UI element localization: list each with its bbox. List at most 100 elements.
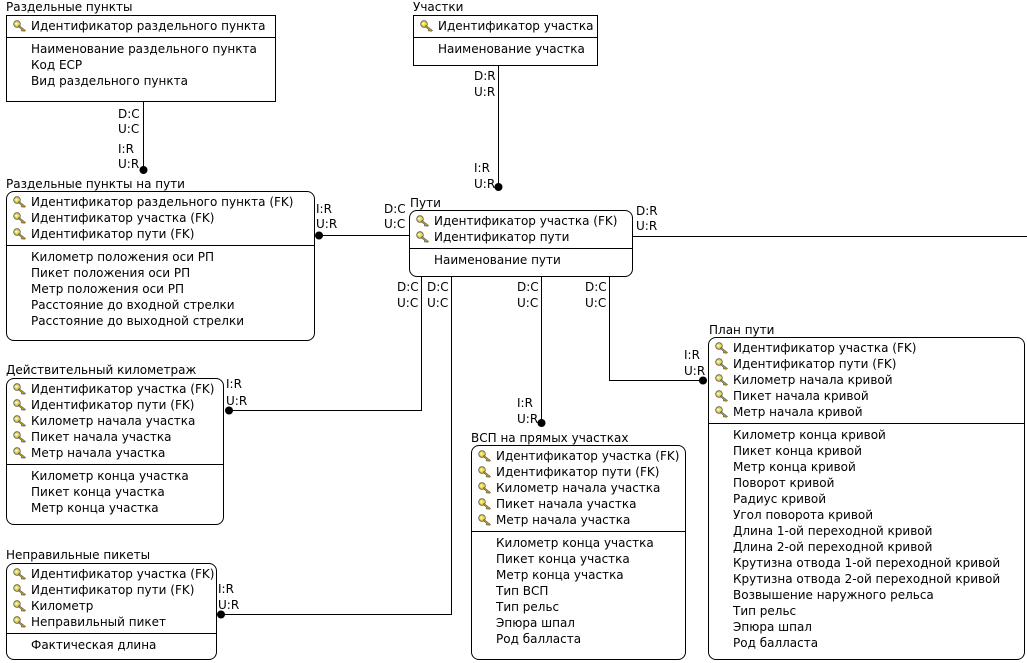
attribute-label: Длина 1-ой переходной кривой bbox=[733, 524, 933, 538]
attribute-section: Наименование участка bbox=[414, 38, 597, 57]
entity-plan-puti[interactable]: Идентификатор участка (FK)Идентификатор … bbox=[708, 337, 1025, 660]
key-icon bbox=[715, 342, 729, 354]
key-attribute: Идентификатор участка (FK) bbox=[410, 213, 632, 229]
rel-label: U:R bbox=[684, 364, 706, 378]
attribute: Длина 2-ой переходной кривой bbox=[709, 539, 1024, 555]
key-attribute-label: Неправильный пикет bbox=[31, 615, 167, 629]
attribute: Километр конца участка bbox=[472, 535, 685, 551]
key-attribute: Идентификатор пути (FK) bbox=[7, 582, 216, 598]
key-icon bbox=[478, 498, 492, 510]
attribute: Пикет конца участка bbox=[7, 484, 223, 500]
key-icon bbox=[13, 568, 27, 580]
rel-puti-to-nepr-pikety bbox=[221, 277, 452, 615]
entity-razd-punkty[interactable]: Идентификатор раздельного пункта Наимено… bbox=[6, 15, 276, 102]
rel-dot bbox=[494, 183, 503, 191]
attribute: Километр конца участка bbox=[7, 468, 223, 484]
attribute-label: Тип ВСП bbox=[496, 584, 549, 598]
key-attribute-label: Идентификатор раздельного пункта (FK) bbox=[31, 195, 294, 209]
rel-label: U:R bbox=[517, 412, 539, 426]
key-attribute-label: Километр начала кривой bbox=[733, 373, 893, 387]
attribute-label: Метр конца кривой bbox=[733, 460, 856, 474]
attribute-section: Наименование пути bbox=[410, 249, 632, 268]
attribute: Эпюра шпал bbox=[472, 615, 685, 631]
key-attribute: Метр начала участка bbox=[7, 445, 223, 461]
rel-label: U:R bbox=[218, 598, 240, 612]
primary-key-section: Идентификатор раздельного пункта bbox=[7, 16, 275, 38]
key-attribute: Пикет начала участка bbox=[7, 429, 223, 445]
key-icon bbox=[478, 450, 492, 462]
entity-deistv-kilometrazh[interactable]: Идентификатор участка (FK) Идентификатор … bbox=[6, 378, 224, 525]
attribute-label: Тип рельс bbox=[733, 604, 797, 618]
key-attribute-label: Идентификатор пути (FK) bbox=[31, 583, 195, 597]
entity-razd-punkty-na-puti[interactable]: Идентификатор раздельного пункта (FK) Иде… bbox=[6, 191, 315, 341]
primary-key-section: Идентификатор участка (FK)Идентификатор … bbox=[410, 211, 632, 249]
rel-label: D:C bbox=[585, 280, 607, 294]
attribute-label: Род балласта bbox=[733, 636, 819, 650]
attribute: Возвышение наружного рельса bbox=[709, 587, 1024, 603]
key-icon bbox=[478, 466, 492, 478]
rel-dot bbox=[139, 166, 148, 174]
attribute: Метр положения оси РП bbox=[7, 281, 314, 297]
key-attribute: Идентификатор участка (FK) bbox=[7, 566, 216, 582]
rel-label: U:C bbox=[397, 296, 419, 310]
rel-puti-to-deistv-km bbox=[229, 277, 422, 411]
attribute-label: Наименование пути bbox=[434, 253, 561, 267]
primary-key-section: Идентификатор участка (FK)Идентификатор … bbox=[709, 338, 1024, 424]
key-attribute-label: Идентификатор участка (FK) bbox=[733, 341, 917, 355]
attribute: Километр положения оси РП bbox=[7, 249, 314, 265]
rel-label: D:C bbox=[517, 280, 539, 294]
attribute-label: Пикет конца участка bbox=[31, 485, 165, 499]
entity-nepravilnye-pikety[interactable]: Идентификатор участка (FK)Идентификатор … bbox=[6, 563, 217, 660]
attribute: Расстояние до выходной стрелки bbox=[7, 313, 314, 329]
attribute-label: Возвышение наружного рельса bbox=[733, 588, 934, 602]
key-attribute-label: Идентификатор участка (FK) bbox=[31, 382, 215, 396]
key-attribute: Идентификатор участка (FK) bbox=[7, 381, 223, 397]
attribute: Крутизна отвода 1-ой переходной кривой bbox=[709, 555, 1024, 571]
key-attribute-label: Идентификатор пути (FK) bbox=[31, 227, 195, 241]
key-attribute-label: Идентификатор пути (FK) bbox=[31, 398, 195, 412]
key-icon bbox=[416, 231, 430, 243]
attribute-section: Фактическая длина bbox=[7, 634, 216, 653]
attribute-label: Код ЕСР bbox=[31, 58, 83, 72]
key-icon bbox=[478, 482, 492, 494]
rel-dot bbox=[315, 231, 323, 240]
key-attribute-label: Идентификатор участка (FK) bbox=[496, 449, 680, 463]
attribute: Род балласта bbox=[472, 631, 685, 647]
attribute-label: Километр конца кривой bbox=[733, 428, 886, 442]
attribute-label: Расстояние до входной стрелки bbox=[31, 298, 235, 312]
attribute: Метр конца участка bbox=[7, 500, 223, 516]
entity-title: Действительный километраж bbox=[6, 363, 197, 377]
key-attribute: Неправильный пикет bbox=[7, 614, 216, 630]
attribute-label: Крутизна отвода 2-ой переходной кривой bbox=[733, 572, 1001, 586]
key-icon bbox=[13, 584, 27, 596]
attribute: Пикет положения оси РП bbox=[7, 265, 314, 281]
entity-vsp[interactable]: Идентификатор участка (FK)Идентификатор … bbox=[471, 445, 686, 660]
key-attribute: Идентификатор раздельного пункта bbox=[7, 18, 275, 34]
attribute: Пикет конца кривой bbox=[709, 443, 1024, 459]
rel-label: U:R bbox=[226, 394, 248, 408]
entity-puti[interactable]: Идентификатор участка (FK)Идентификатор … bbox=[409, 210, 633, 277]
key-attribute: Километр bbox=[7, 598, 216, 614]
rel-label: U:C bbox=[427, 296, 449, 310]
rel-label: I:R bbox=[316, 202, 332, 216]
key-attribute: Идентификатор пути (FK) bbox=[709, 356, 1024, 372]
key-attribute: Идентификатор пути bbox=[410, 229, 632, 245]
rel-label: I:R bbox=[517, 396, 533, 410]
key-icon bbox=[13, 616, 27, 628]
key-attribute-label: Идентификатор участка (FK) bbox=[31, 211, 215, 225]
attribute: Метр конца кривой bbox=[709, 459, 1024, 475]
key-attribute-label: Пикет начала кривой bbox=[733, 389, 869, 403]
rel-label: I:R bbox=[684, 348, 700, 362]
key-attribute: Метр начала участка bbox=[472, 512, 685, 528]
attribute: Род балласта bbox=[709, 635, 1024, 651]
key-icon bbox=[715, 406, 729, 418]
entity-title: План пути bbox=[709, 323, 775, 337]
attribute-label: Род балласта bbox=[496, 632, 582, 646]
rel-label: U:R bbox=[474, 177, 496, 191]
entity-uchastki[interactable]: Идентификатор участка Наименование участ… bbox=[413, 15, 598, 66]
attribute: Радиус кривой bbox=[709, 491, 1024, 507]
